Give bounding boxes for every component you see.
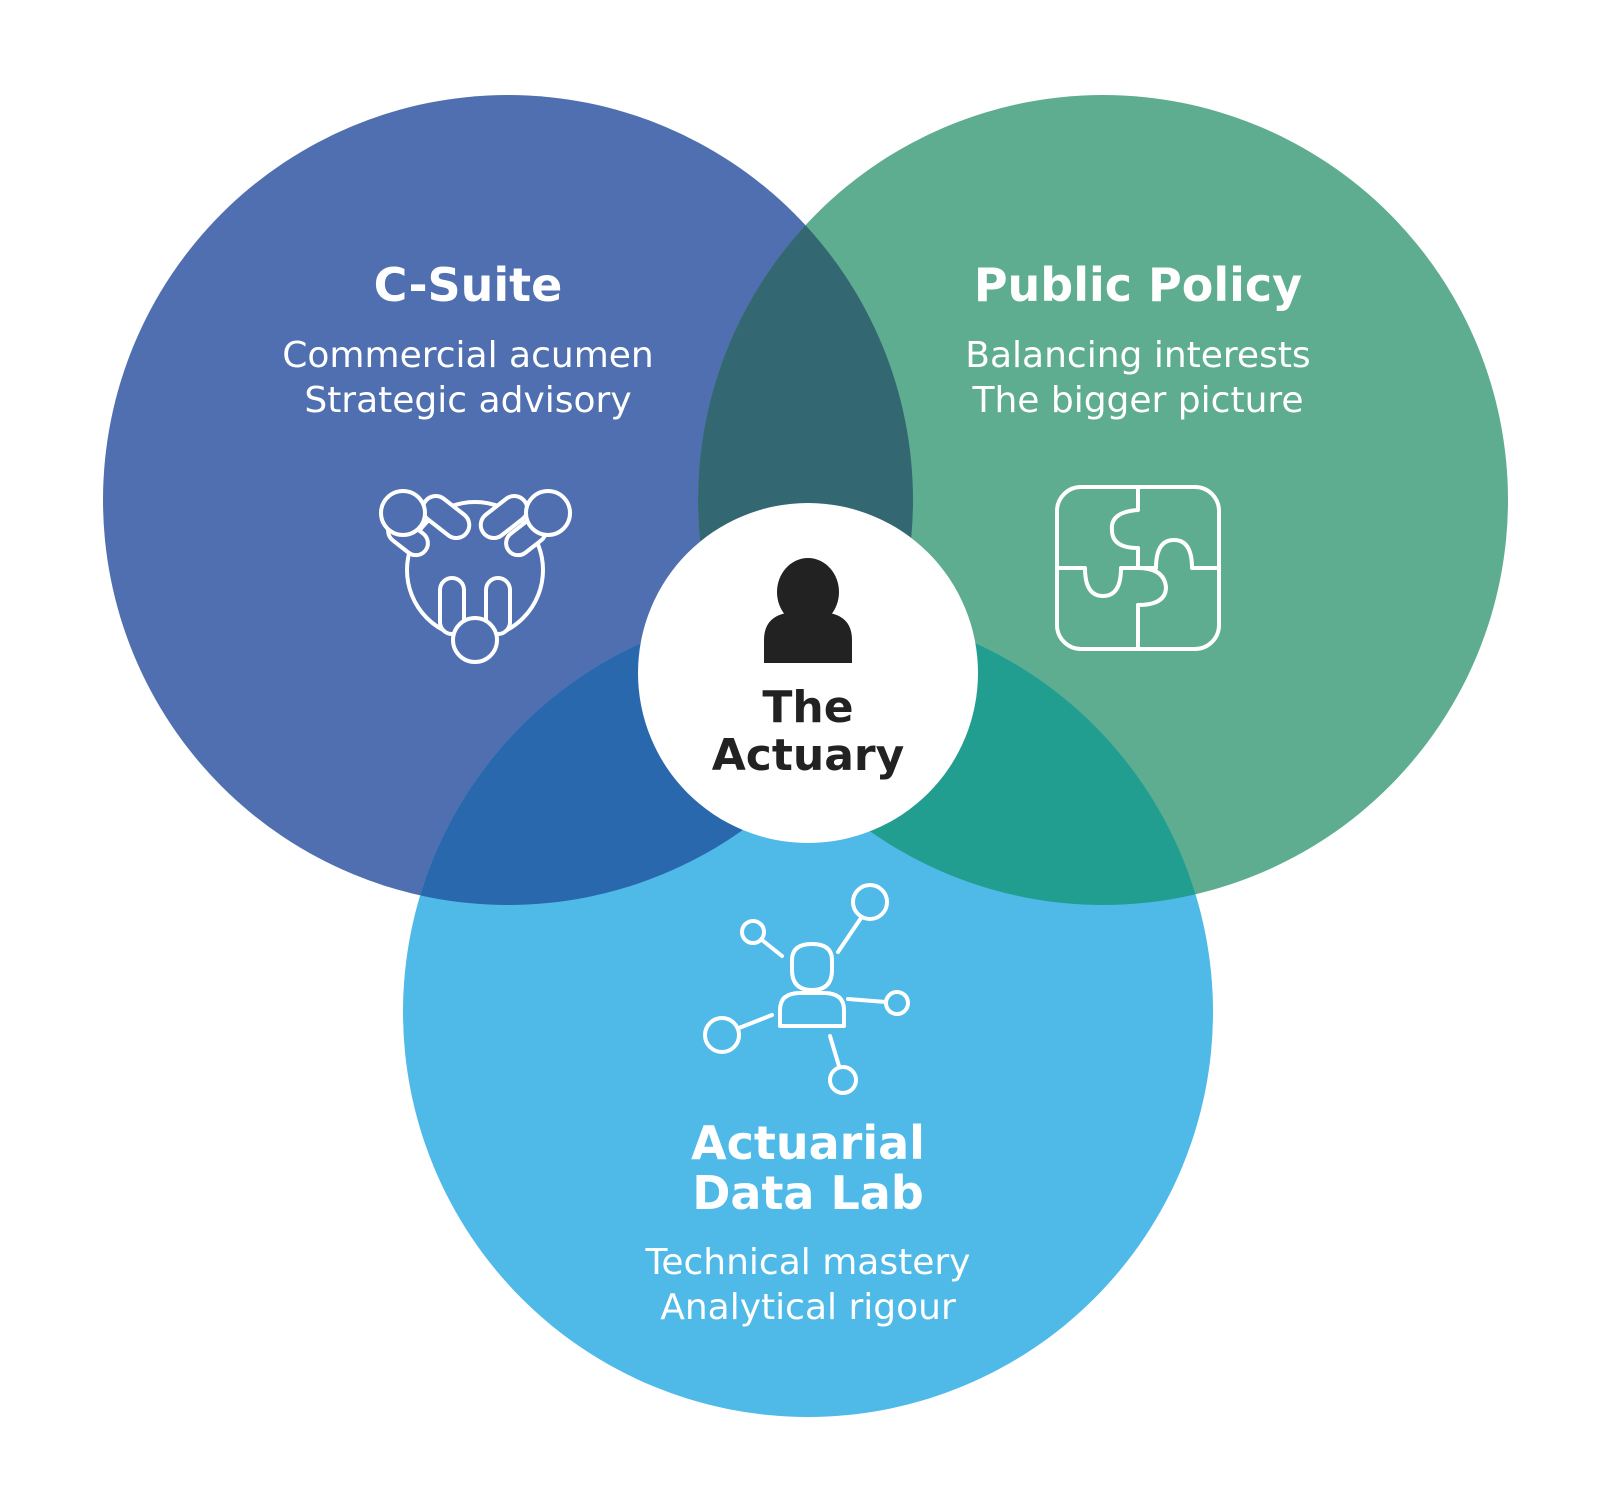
csuite-description: Commercial acumen Strategic advisory	[208, 333, 728, 423]
person-icon	[764, 558, 852, 663]
center-circle	[638, 503, 978, 843]
datalab-description: Technical mastery Analytical rigour	[558, 1240, 1058, 1330]
datalab-title-line-2: Data Lab	[692, 1166, 924, 1220]
csuite-line-1: Commercial acumen	[282, 335, 654, 376]
policy-line-2: The bigger picture	[972, 380, 1304, 421]
csuite-datalab-overlap	[403, 607, 913, 905]
center-title: The Actuary	[658, 684, 958, 780]
center-title-line-2: Actuary	[711, 730, 905, 781]
center-title-line-1: The	[762, 682, 854, 733]
datalab-title: Actuarial Data Lab	[608, 1118, 1008, 1218]
csuite-title: C-Suite	[373, 258, 563, 312]
datalab-line-2: Analytical rigour	[660, 1287, 956, 1328]
puzzle-icon	[1055, 485, 1221, 651]
datalab-title-line-1: Actuarial	[691, 1116, 925, 1170]
policy-title: Public Policy	[973, 258, 1303, 312]
policy-datalab-overlap	[698, 607, 1213, 905]
datalab-line-1: Technical mastery	[645, 1242, 971, 1283]
network-person-icon	[703, 883, 910, 1095]
csuite-line-2: Strategic advisory	[304, 380, 632, 421]
policy-line-1: Balancing interests	[965, 335, 1311, 376]
team-meeting-icon	[379, 489, 572, 664]
policy-description: Balancing interests The bigger picture	[878, 333, 1398, 423]
